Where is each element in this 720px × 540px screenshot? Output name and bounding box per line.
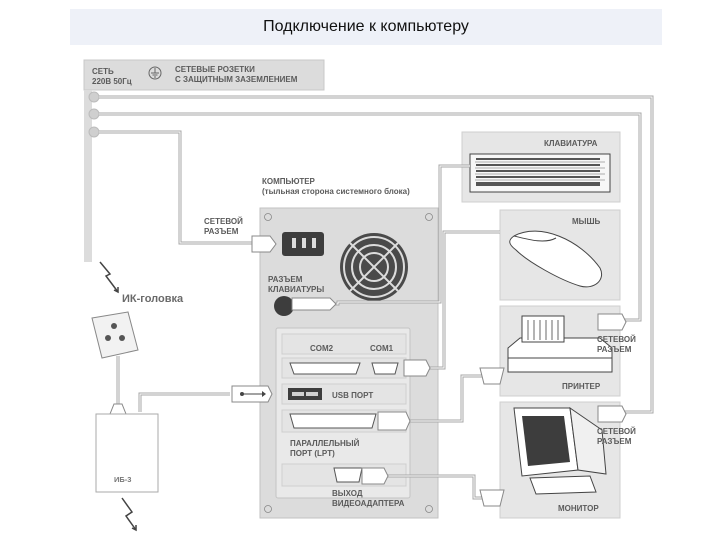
computer-sub-label: (тыльная сторона системного блока) [262, 187, 410, 196]
outlet-2 [88, 108, 100, 120]
usb-label: USB ПОРТ [332, 391, 373, 400]
mouse-icon [509, 230, 602, 288]
fan-grille-icon [340, 233, 408, 301]
video-port [333, 467, 363, 483]
outlets-label: СЕТЕВЫЕ РОЗЕТКИ [175, 65, 255, 74]
monitor-power-label: СЕТЕВОЙ [597, 427, 636, 436]
keyboard-port [274, 296, 294, 316]
com2-port [289, 362, 361, 375]
ir-head-label: ИК-головка [122, 293, 184, 305]
monitor-box: МОНИТОР [499, 401, 621, 519]
lightning-icon [99, 261, 119, 294]
mains-outlets: СЕТЬ 220В 50Гц СЕТЕВЫЕ РОЗЕТКИ С ЗАЩИТНЫ… [83, 59, 325, 262]
page-title: Подключение к компьютеру [263, 18, 469, 35]
ground-icon [148, 66, 162, 80]
monitor-power-label-2: РАЗЪЕМ [597, 437, 632, 446]
pc-power-label-2: РАЗЪЕМ [204, 227, 239, 236]
com2-label: COM2 [310, 344, 334, 353]
com1-port [371, 362, 399, 375]
monitor-label: МОНИТОР [558, 504, 599, 513]
usb-icon [231, 385, 273, 403]
outlet-3 [88, 126, 100, 138]
video-label: ВЫХОД [332, 489, 363, 498]
ib3-box: ИБ-3 [95, 413, 159, 493]
printer-power-label-2: РАЗЪЕМ [597, 345, 632, 354]
keyboard-box: КЛАВИАТУРА [461, 131, 621, 203]
title-bar: Подключение к компьютеру [70, 9, 662, 45]
keyboard-label: КЛАВИАТУРА [544, 139, 598, 148]
lpt-label: ПАРАЛЛЕЛЬНЫЙ [290, 439, 360, 448]
lightning-icon [121, 497, 137, 532]
keyboard-connector-label-2: КЛАВИАТУРЫ [268, 285, 324, 294]
ib3-label: ИБ-3 [114, 475, 131, 484]
keyboard-connector-label: РАЗЪЕМ [268, 275, 303, 284]
mouse-label: МЫШЬ [572, 217, 601, 226]
power-wires [99, 95, 654, 414]
pc-power-label: СЕТЕВОЙ [204, 217, 243, 226]
printer-power-connector [597, 313, 627, 331]
printer-label: ПРИНТЕР [562, 382, 601, 391]
pc-power-plug [251, 235, 277, 253]
com1-label: COM1 [370, 344, 394, 353]
computer-label: КОМПЬЮТЕР [262, 177, 316, 186]
printer-power-label: СЕТЕВОЙ [597, 335, 636, 344]
ir-head: ИК-головка [91, 293, 184, 415]
printer-icon [507, 337, 613, 373]
outlets-sub-label: С ЗАЩИТНЫМ ЗАЗЕМЛЕНИЕМ [175, 75, 298, 84]
mains-voltage-label: 220В 50Гц [92, 77, 132, 86]
lpt-port [289, 413, 377, 429]
lpt-label-2: ПОРТ (LPT) [290, 449, 335, 458]
usb-port [288, 388, 322, 400]
video-label-2: ВИДЕОАДАПТЕРА [332, 499, 405, 508]
mouse-box: МЫШЬ [499, 209, 621, 301]
outlet-1 [88, 91, 100, 103]
monitor-power-connector [597, 405, 627, 423]
computer-back-panel: КОМПЬЮТЕР (тыльная сторона системного бл… [259, 177, 439, 519]
mains-label: СЕТЬ [92, 67, 114, 76]
